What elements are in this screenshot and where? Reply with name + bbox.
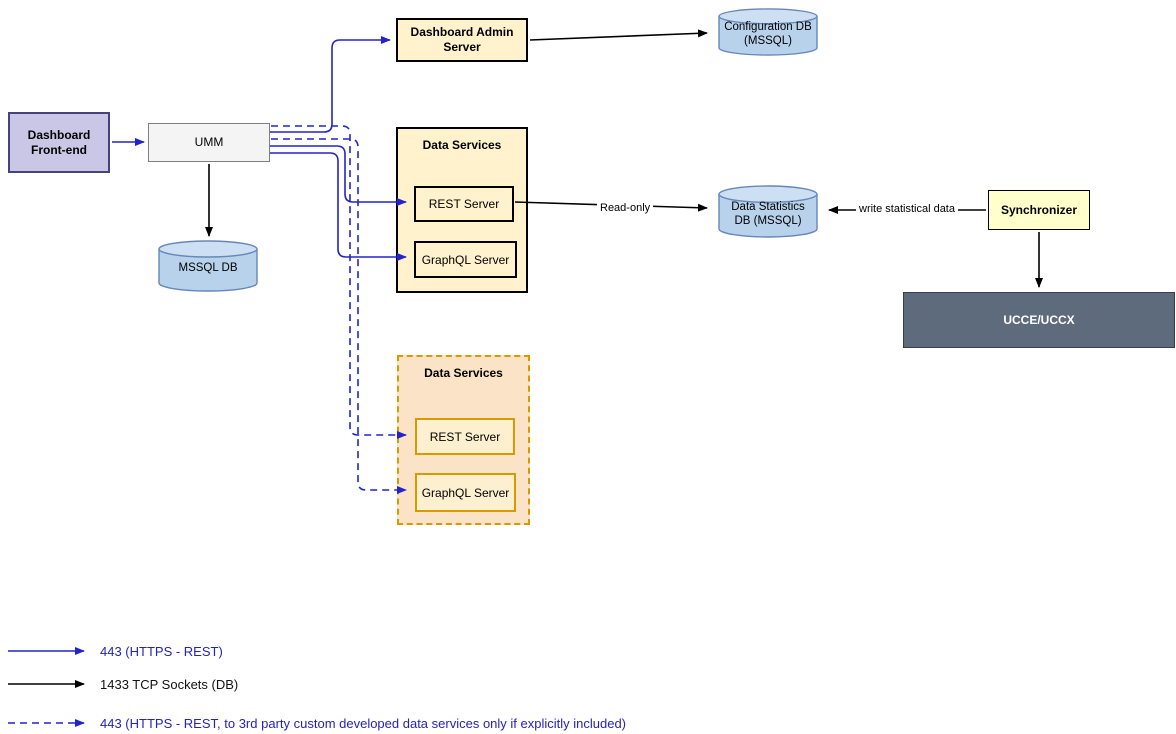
node-label: Dashboard Admin Server <box>410 25 514 54</box>
node-label: GraphQL Server <box>421 252 510 267</box>
legend-item-https-rest: 443 (HTTPS - REST) <box>100 644 223 659</box>
node-graphql-server-3rdparty: GraphQL Server <box>415 473 516 512</box>
edge-umm-to-3p-graphql-server <box>271 138 407 494</box>
node-mssql-db: MSSQL DB <box>158 240 258 292</box>
node-rest-server-3rdparty: REST Server <box>415 418 515 455</box>
edge-admin-to-config-db <box>529 29 708 41</box>
edge-label-read-only: Read-only <box>597 202 654 214</box>
node-label: MSSQL DB <box>178 262 238 274</box>
node-ucce-uccx: UCCE/UCCX <box>903 292 1175 348</box>
edge-umm-to-graphql-server <box>270 152 407 261</box>
node-label: Configuration DB (MSSQL) <box>724 21 812 48</box>
node-dashboard-frontend: Dashboard Front-end <box>8 112 110 173</box>
edge-umm-to-3p-rest-server <box>271 125 407 439</box>
node-data-statistics-db: Data Statistics DB (MSSQL) <box>718 185 818 238</box>
node-umm: UMM <box>148 123 270 162</box>
node-label: Synchronizer <box>1000 202 1078 217</box>
legend-item-tcp-sockets: 1433 TCP Sockets (DB) <box>100 677 239 692</box>
group-title: Data Services <box>422 138 502 152</box>
node-rest-server: REST Server <box>414 186 514 222</box>
node-dashboard-admin-server: Dashboard Admin Server <box>396 18 528 62</box>
node-configuration-db: Configuration DB (MSSQL) <box>718 8 818 56</box>
edge-umm-to-rest-server <box>270 145 407 206</box>
database-cylinder-icon <box>718 8 818 56</box>
edge-label-write-statistical-data: write statistical data <box>856 203 958 215</box>
group-data-services: Data Services REST Server GraphQL Server <box>396 127 528 293</box>
node-label: Dashboard Front-end <box>27 127 91 157</box>
node-label: REST Server <box>428 197 500 211</box>
edge-umm-to-admin-server <box>270 36 391 133</box>
group-data-services-3rdparty: Data Services REST Server GraphQL Server <box>397 355 530 525</box>
node-label: Data Statistics DB (MSSQL) <box>731 201 805 228</box>
node-label: REST Server <box>429 429 501 444</box>
database-cylinder-icon <box>158 240 258 292</box>
database-cylinder-icon <box>718 185 818 238</box>
legend-item-https-rest-3rdparty: 443 (HTTPS - REST, to 3rd party custom d… <box>100 716 627 731</box>
node-synchronizer: Synchronizer <box>988 190 1090 230</box>
node-label: UMM <box>194 135 224 149</box>
node-label: GraphQL Server <box>421 485 510 500</box>
group-title: Data Services <box>424 366 503 380</box>
node-graphql-server: GraphQL Server <box>414 241 517 278</box>
node-label: UCCE/UCCX <box>1003 312 1075 327</box>
